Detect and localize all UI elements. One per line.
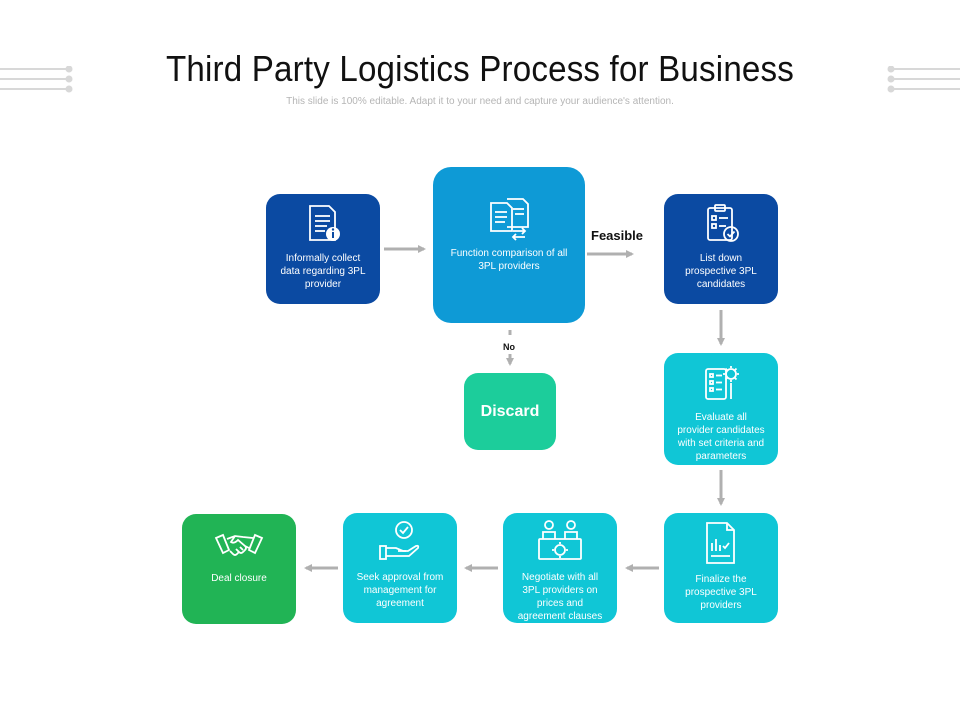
subtitle: This slide is 100% editable. Adapt it to… <box>286 96 674 107</box>
decorative-lines-left <box>0 66 73 93</box>
clipboard-check-icon <box>707 204 739 242</box>
step-collect-data: Informally collect data regarding 3PL pr… <box>266 194 380 304</box>
decorative-lines-right <box>887 66 960 93</box>
step-label: Negotiate with all 3PL providers on pric… <box>517 572 603 622</box>
title: Third Party Logistics Process for Busine… <box>165 48 795 89</box>
edge-label-no: No <box>503 342 515 352</box>
document-info-icon <box>309 205 340 241</box>
evaluation-gear-icon <box>705 366 739 400</box>
negotiation-table-icon <box>538 520 582 560</box>
step-label: Seek approval from management for agreem… <box>356 572 444 609</box>
step-finalize-providers: Finalize the prospective 3PL providers <box>664 513 778 623</box>
discard-label: Discard <box>480 402 540 420</box>
hand-approval-icon <box>379 521 420 560</box>
handshake-icon <box>214 533 264 556</box>
step-label: Finalize the prospective 3PL providers <box>685 574 757 611</box>
step-label: List down prospective 3PL candidates <box>685 253 757 290</box>
step-label: Function comparison of all 3PL providers <box>450 248 568 272</box>
edge-label-feasible: Feasible <box>591 228 644 243</box>
step-label: Deal closure <box>211 573 267 584</box>
step-seek-approval: Seek approval from management for agreem… <box>343 513 457 623</box>
step-list-candidates: List down prospective 3PL candidates <box>664 194 778 304</box>
step-function-comparison: Function comparison of all 3PL providers <box>433 167 585 323</box>
step-label: Informally collect data regarding 3PL pr… <box>280 253 366 290</box>
document-compare-icon <box>490 198 529 241</box>
discard-box: Discard <box>464 373 556 450</box>
step-label: Evaluate all provider candidates with se… <box>677 412 765 462</box>
report-chart-icon <box>706 522 735 564</box>
step-evaluate-candidates: Evaluate all provider candidates with se… <box>664 353 778 465</box>
step-deal-closure: Deal closure <box>182 514 296 624</box>
step-negotiate: Negotiate with all 3PL providers on pric… <box>503 513 617 623</box>
